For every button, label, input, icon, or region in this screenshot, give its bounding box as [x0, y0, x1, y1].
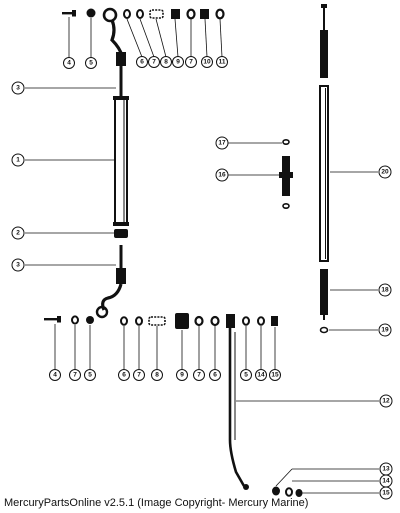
tube — [113, 96, 129, 226]
callout-10-top: 10 — [201, 56, 213, 68]
coupler-ring-top — [282, 139, 290, 146]
svg-text:4: 4 — [67, 60, 71, 67]
svg-text:6: 6 — [140, 59, 144, 66]
upper-rod-end — [102, 7, 126, 96]
callout-17: 17 — [215, 136, 229, 150]
callout-7-bottom: 7 — [69, 369, 81, 381]
svg-text:17: 17 — [218, 140, 226, 147]
svg-text:7: 7 — [137, 372, 141, 379]
callout-14: 14 — [379, 474, 393, 488]
svg-text:4: 4 — [53, 372, 57, 379]
callout-3-lower: 3 — [11, 258, 25, 272]
svg-text:18: 18 — [381, 287, 389, 294]
svg-text:5: 5 — [89, 60, 93, 67]
callout-14-bottom: 14 — [255, 369, 267, 381]
svg-text:19: 19 — [381, 327, 389, 334]
svg-text:3: 3 — [16, 85, 20, 92]
callout-15-bottom: 15 — [269, 369, 281, 381]
lower-rod-end — [95, 245, 126, 319]
coupler-ring-bottom — [282, 203, 290, 210]
svg-text:14: 14 — [257, 372, 265, 379]
callout-6-bottom: 6 — [118, 369, 130, 381]
callout-8-bottom: 8 — [151, 369, 163, 381]
top-nut — [86, 8, 96, 18]
bottom-washer-a — [71, 315, 79, 325]
callout-7c-bottom: 7 — [193, 369, 205, 381]
svg-text:9: 9 — [176, 59, 180, 66]
callout-5-top: 5 — [85, 57, 97, 69]
callout-19: 19 — [378, 323, 392, 337]
svg-text:13: 13 — [382, 466, 390, 473]
svg-text:5: 5 — [244, 372, 248, 379]
svg-text:10: 10 — [203, 59, 211, 66]
svg-text:8: 8 — [164, 59, 168, 66]
callout-4-top: 4 — [63, 57, 75, 69]
callout-2: 2 — [11, 226, 25, 240]
shift-rod — [226, 314, 249, 490]
leader-lines — [25, 17, 379, 494]
svg-text:14: 14 — [382, 478, 390, 485]
right-rod-ring — [319, 326, 329, 334]
callout-7-top: 7 — [148, 56, 160, 68]
svg-text:6: 6 — [213, 372, 217, 379]
svg-text:15: 15 — [382, 490, 390, 497]
svg-text:2: 2 — [16, 230, 20, 237]
svg-text:12: 12 — [382, 398, 390, 405]
svg-text:20: 20 — [381, 169, 389, 176]
right-bottom-hardware — [242, 316, 278, 326]
bottom-screw — [44, 316, 61, 323]
svg-text:7: 7 — [197, 372, 201, 379]
svg-text:7: 7 — [73, 372, 77, 379]
callout-1: 1 — [11, 153, 25, 167]
svg-text:3: 3 — [16, 262, 20, 269]
svg-text:16: 16 — [218, 172, 226, 179]
right-rod-top — [320, 4, 328, 78]
callout-7b-top: 7 — [185, 56, 197, 68]
top-washer-set — [123, 8, 225, 20]
callout-20: 20 — [378, 165, 392, 179]
right-rod-main — [319, 85, 329, 262]
callout-8-top: 8 — [160, 56, 172, 68]
svg-text:11: 11 — [219, 59, 226, 66]
svg-text:7: 7 — [152, 59, 156, 66]
svg-text:15: 15 — [271, 372, 279, 379]
svg-text:6: 6 — [122, 372, 126, 379]
callout-9-bottom: 9 — [176, 369, 188, 381]
shift-rod-end-hardware — [272, 486, 303, 497]
svg-text:7: 7 — [189, 59, 193, 66]
right-rod-bottom — [320, 269, 328, 320]
callout-9-top: 9 — [172, 56, 184, 68]
callout-7b-bottom: 7 — [133, 369, 145, 381]
callout-3-upper: 3 — [11, 81, 25, 95]
copyright-caption: MercuryPartsOnline v2.5.1 (Image Copyrig… — [4, 497, 309, 509]
callout-18: 18 — [378, 283, 392, 297]
svg-text:8: 8 — [155, 372, 159, 379]
callout-6b-bottom: 6 — [209, 369, 221, 381]
callout-5b-bottom: 5 — [240, 369, 252, 381]
callout-12: 12 — [379, 394, 393, 408]
svg-text:9: 9 — [180, 372, 184, 379]
bottom-washer-set — [120, 313, 220, 329]
callout-6-top: 6 — [136, 56, 148, 68]
svg-text:1: 1 — [16, 157, 20, 164]
callout-13: 13 — [379, 462, 393, 476]
callout-16: 16 — [215, 168, 229, 182]
callout-4-bottom: 4 — [49, 369, 61, 381]
callout-15: 15 — [379, 486, 393, 500]
coupler — [279, 156, 293, 196]
bottom-nut-a — [86, 316, 94, 324]
spacer — [114, 229, 128, 238]
callout-5-bottom: 5 — [84, 369, 96, 381]
top-screw — [62, 10, 76, 17]
callout-11-top: 11 — [216, 56, 228, 68]
svg-text:5: 5 — [88, 372, 92, 379]
